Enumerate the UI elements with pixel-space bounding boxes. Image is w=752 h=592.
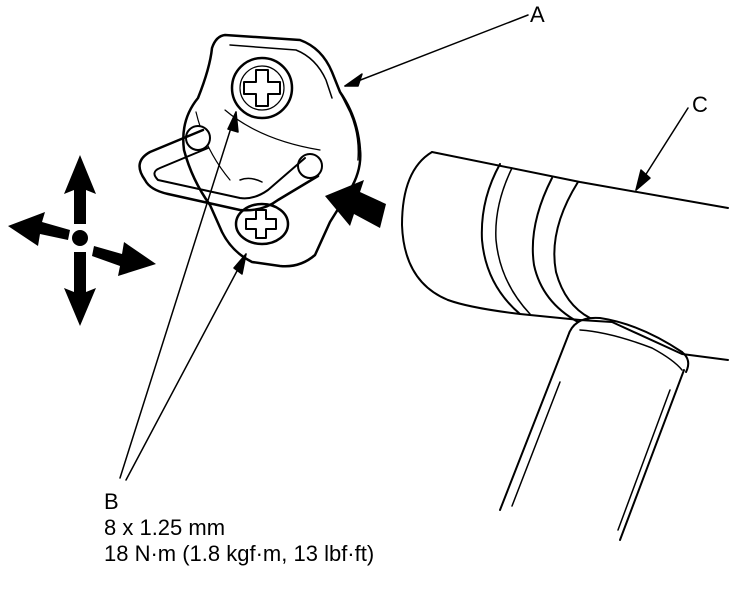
tool-c <box>401 151 729 541</box>
label-b: B <box>104 489 119 514</box>
push-arrow <box>325 180 386 228</box>
upper-screw <box>230 56 294 120</box>
bolt-size-spec: 8 x 1.25 mm <box>104 515 226 540</box>
lower-screw <box>234 202 290 246</box>
leader-lines <box>119 14 689 481</box>
torque-spec: 18 N·m (1.8 kgf·m, 13 lbf·ft) <box>104 541 375 566</box>
striker-loop <box>138 125 323 212</box>
label-a: A <box>530 2 545 27</box>
label-c: C <box>692 92 708 117</box>
direction-arrows <box>8 155 156 326</box>
